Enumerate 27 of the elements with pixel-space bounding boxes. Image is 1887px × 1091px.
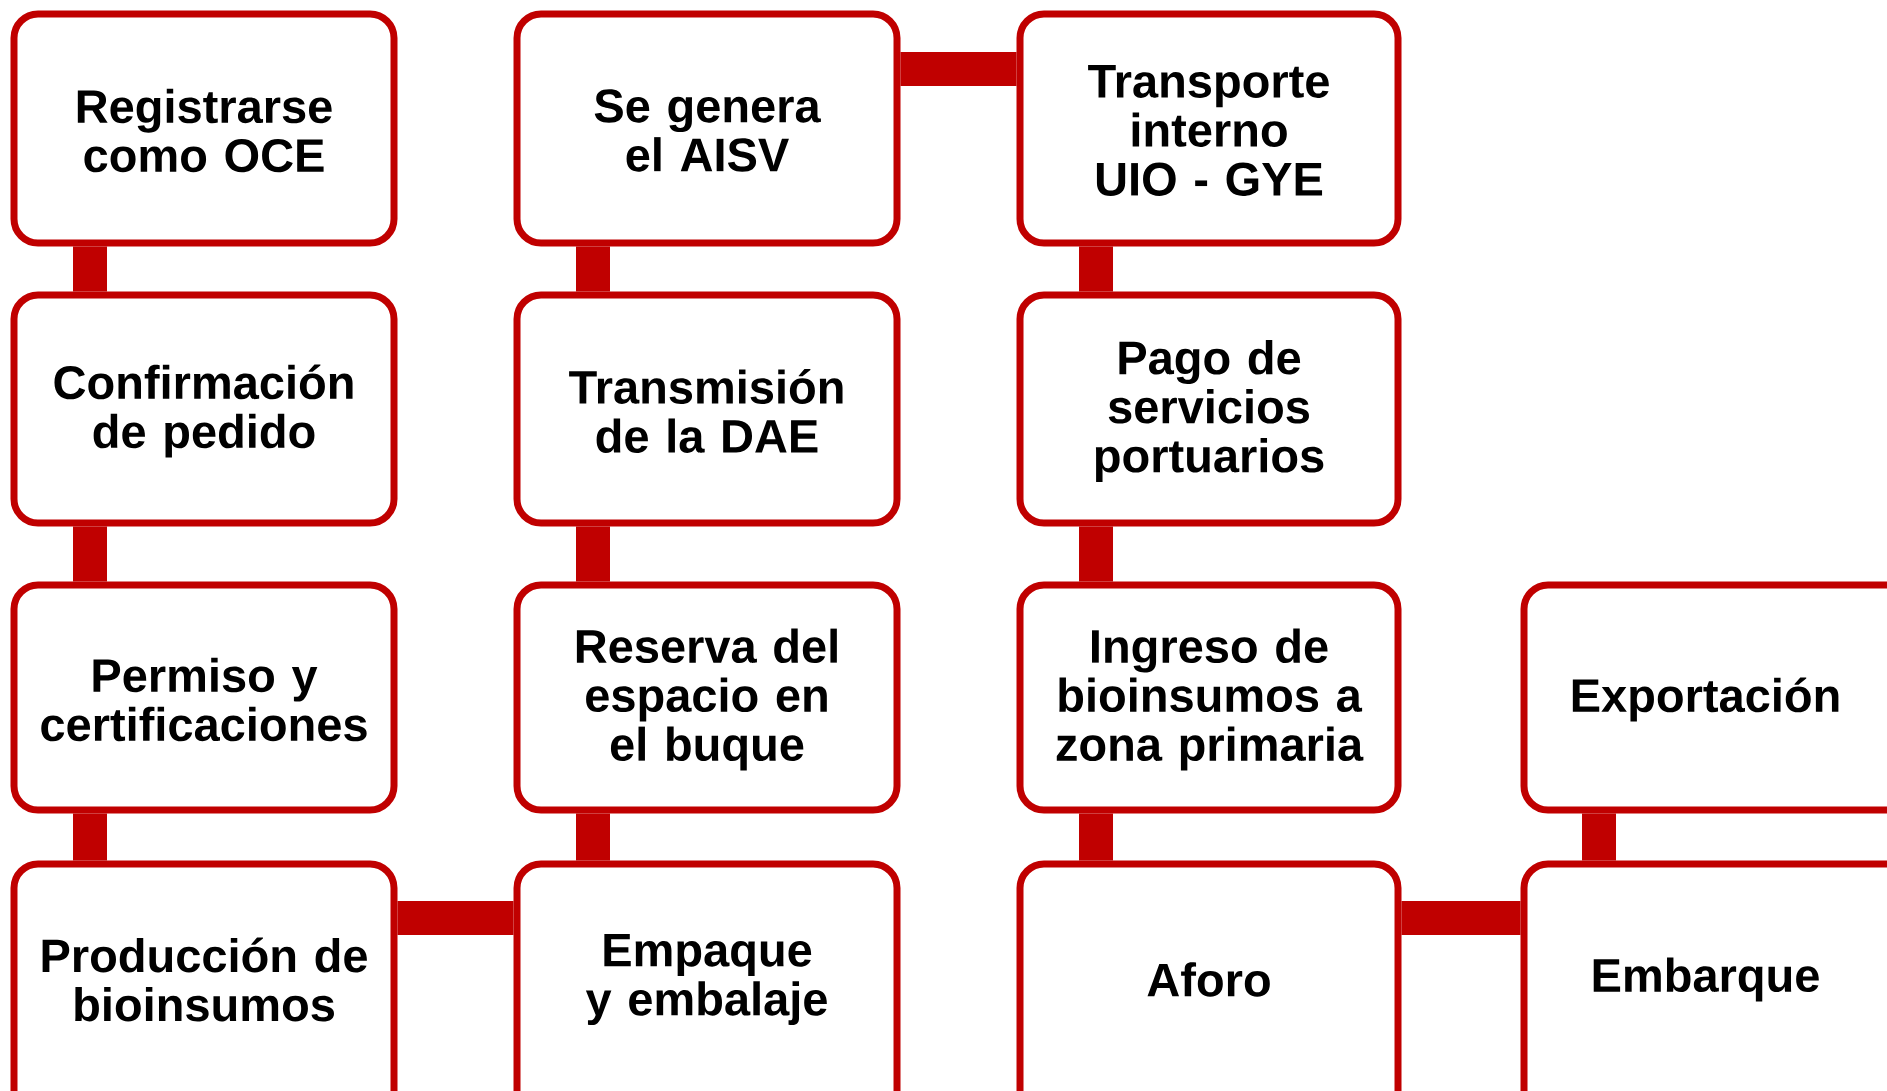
process-box: Embarque bbox=[1520, 860, 1887, 1091]
connector-bar bbox=[576, 813, 610, 861]
process-box: Producción de bioinsumos bbox=[10, 860, 398, 1091]
process-box: Aforo bbox=[1016, 860, 1402, 1091]
connector-bar bbox=[1079, 813, 1113, 861]
connector-bar bbox=[73, 246, 107, 292]
connector-bar bbox=[1079, 526, 1113, 582]
process-box: Registrarse como OCE bbox=[10, 10, 398, 247]
connector-bar bbox=[576, 526, 610, 582]
connector-bar bbox=[1401, 901, 1521, 935]
process-box: Exportación bbox=[1520, 581, 1887, 814]
process-box: Empaque y embalaje bbox=[513, 860, 901, 1091]
connector-bar bbox=[1079, 246, 1113, 292]
process-box: Pago de servicios portuarios bbox=[1016, 291, 1402, 527]
connector-bar bbox=[73, 813, 107, 861]
process-box: Transporte interno UIO - GYE bbox=[1016, 10, 1402, 247]
connector-bar bbox=[73, 526, 107, 582]
connector-bar bbox=[900, 52, 1017, 86]
process-box: Se genera el AISV bbox=[513, 10, 901, 247]
process-box: Permiso y certificaciones bbox=[10, 581, 398, 814]
process-box: Ingreso de bioinsumos a zona primaria bbox=[1016, 581, 1402, 814]
connector-bar bbox=[1582, 813, 1616, 861]
process-box: Reserva del espacio en el buque bbox=[513, 581, 901, 814]
process-box: Confirmación de pedido bbox=[10, 291, 398, 527]
process-box: Transmisión de la DAE bbox=[513, 291, 901, 527]
connector-bar bbox=[397, 901, 514, 935]
connector-bar bbox=[576, 246, 610, 292]
